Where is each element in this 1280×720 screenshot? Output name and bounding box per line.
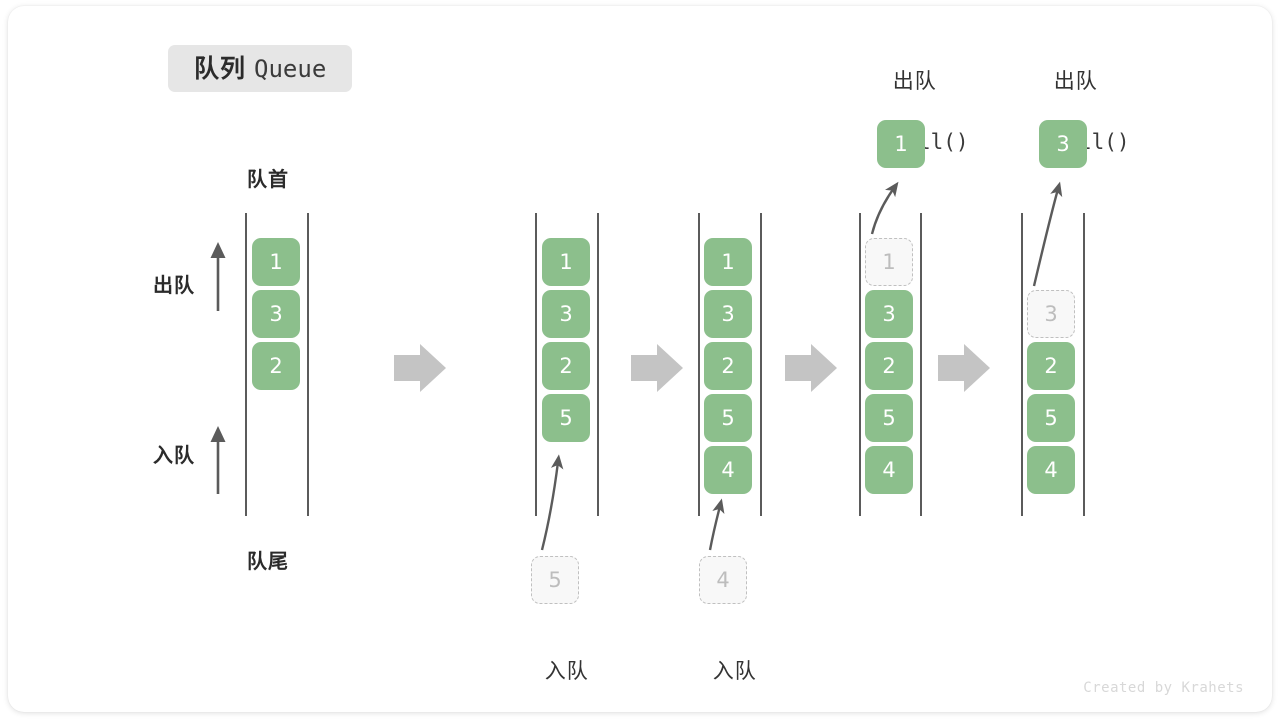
queue-cell: 4 (865, 446, 913, 494)
queue-cell: 2 (252, 342, 300, 390)
transition-arrow-icon (938, 344, 990, 392)
queue-cell-new: 4 (704, 446, 752, 494)
queue-rail-left-3 (698, 213, 700, 516)
queue-cell: 5 (1027, 394, 1075, 442)
diagram-title-en: Queue (254, 55, 327, 83)
enqueue-direction-arrow-icon (210, 426, 226, 494)
queue-cell: 5 (704, 394, 752, 442)
dequeue-direction-label: 出队 (153, 273, 195, 297)
incoming-ghost-cell: 5 (531, 556, 579, 604)
enqueue-flow-arrow-4 (708, 498, 725, 551)
incoming-ghost-cell: 4 (699, 556, 747, 604)
operation-caption-cn: 出队 (892, 69, 937, 94)
transition-arrow-icon (785, 344, 837, 392)
popped-cell: 3 (1039, 120, 1087, 168)
code-suffix: ) (955, 130, 969, 155)
queue-cell-removed: 3 (1027, 290, 1075, 338)
queue-cell: 5 (865, 394, 913, 442)
queue-cell: 3 (542, 290, 590, 338)
watermark: Created by Krahets (1083, 680, 1244, 696)
enqueue-direction-label: 入队 (153, 443, 195, 467)
operation-caption-offer-4: 入队 offer(4) (686, 626, 814, 712)
queue-rear-label: 队尾 (247, 549, 289, 573)
code-suffix: ) (1116, 130, 1130, 155)
queue-cell: 2 (1027, 342, 1075, 390)
dequeue-direction-arrow-icon (210, 242, 226, 311)
queue-rail-left-4 (859, 213, 861, 516)
dequeue-flow-arrow-3 (1032, 181, 1063, 287)
enqueue-flow-arrow-5 (540, 454, 564, 551)
queue-rail-right-3 (760, 213, 762, 516)
queue-cell: 3 (252, 290, 300, 338)
queue-cell: 3 (704, 290, 752, 338)
queue-cell: 2 (704, 342, 752, 390)
queue-cell: 4 (1027, 446, 1075, 494)
popped-cell: 1 (877, 120, 925, 168)
queue-rail-right-2 (597, 213, 599, 516)
transition-arrow-icon (394, 344, 446, 392)
queue-rail-right-5 (1083, 213, 1085, 516)
operation-caption-cn: 入队 (712, 659, 757, 684)
queue-cell: 1 (252, 238, 300, 286)
operation-caption-cn: 入队 (544, 659, 589, 684)
dequeue-flow-arrow-1 (870, 181, 899, 235)
queue-rail-left-1 (245, 213, 247, 516)
transition-arrow-icon (631, 344, 683, 392)
queue-cell-removed: 1 (865, 238, 913, 286)
queue-cell: 2 (542, 342, 590, 390)
queue-rail-left-5 (1021, 213, 1023, 516)
queue-rail-right-4 (920, 213, 922, 516)
queue-cell: 1 (542, 238, 590, 286)
queue-rail-right-1 (307, 213, 309, 516)
queue-rail-left-2 (535, 213, 537, 516)
queue-front-label: 队首 (247, 167, 289, 191)
diagram-title-cn: 队列 (194, 54, 247, 83)
queue-cell: 2 (865, 342, 913, 390)
operation-caption-offer-5: 入队 offer(5) (518, 626, 646, 712)
operation-caption-cn: 出队 (1053, 69, 1098, 94)
queue-cell: 3 (865, 290, 913, 338)
queue-cell-new: 5 (542, 394, 590, 442)
queue-cell: 1 (704, 238, 752, 286)
